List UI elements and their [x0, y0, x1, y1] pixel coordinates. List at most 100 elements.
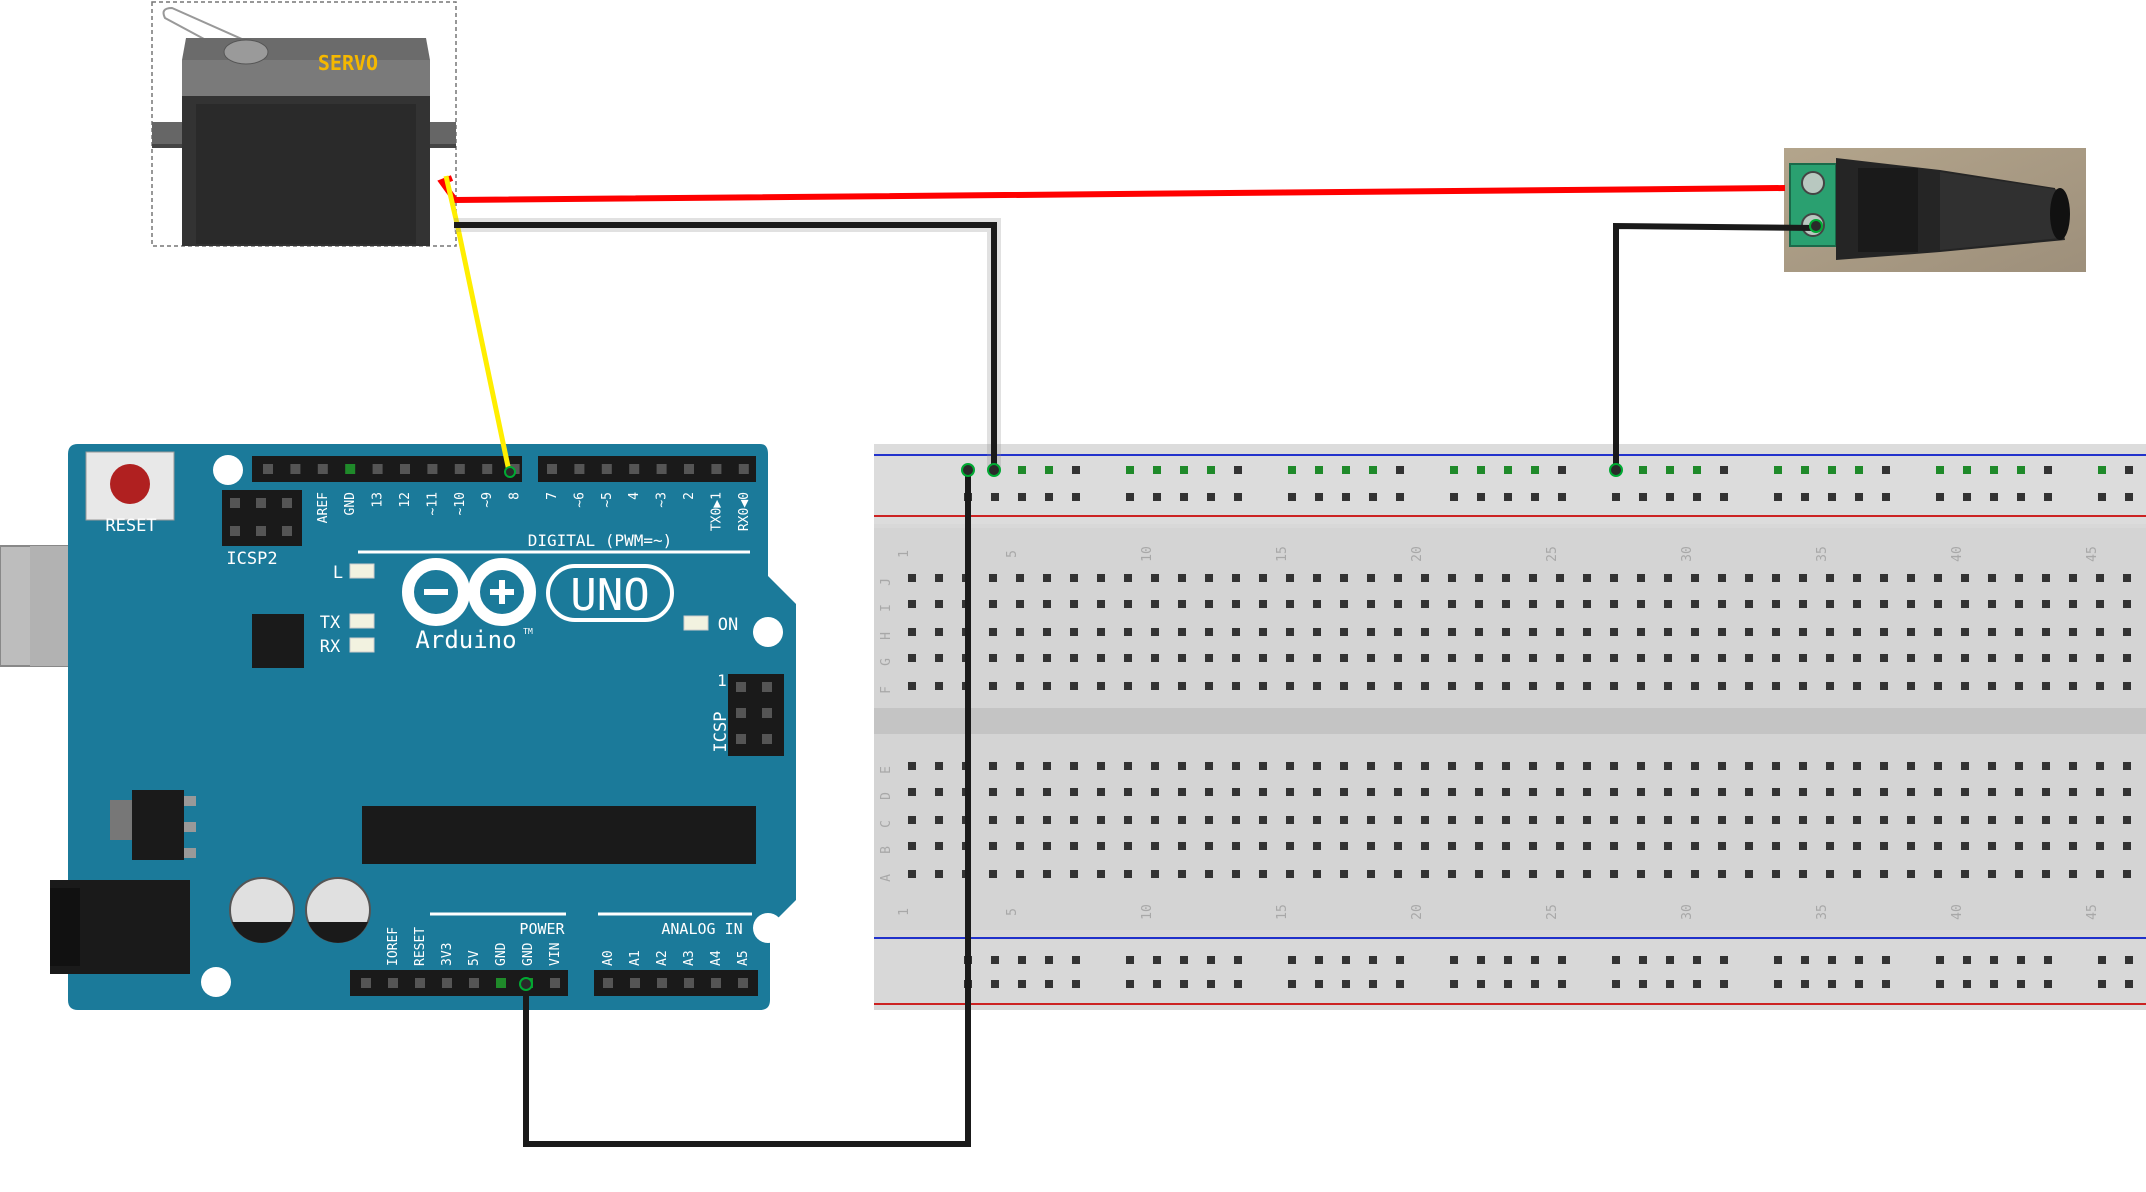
terminal-hole[interactable]: [1961, 574, 1969, 582]
terminal-hole[interactable]: [2042, 762, 2050, 770]
rail-hole[interactable]: [1045, 493, 1053, 501]
terminal-hole[interactable]: [1124, 762, 1132, 770]
terminal-hole[interactable]: [1556, 574, 1564, 582]
terminal-hole[interactable]: [1124, 654, 1132, 662]
terminal-hole[interactable]: [2096, 816, 2104, 824]
terminal-hole[interactable]: [1421, 600, 1429, 608]
terminal-hole[interactable]: [1691, 842, 1699, 850]
terminal-hole[interactable]: [1745, 682, 1753, 690]
terminal-hole[interactable]: [1853, 600, 1861, 608]
rail-hole[interactable]: [2017, 956, 2025, 964]
rail-hole[interactable]: [1990, 956, 1998, 964]
terminal-hole[interactable]: [1772, 682, 1780, 690]
terminal-hole[interactable]: [1961, 628, 1969, 636]
rail-hole[interactable]: [1882, 466, 1890, 474]
terminal-hole[interactable]: [1961, 816, 1969, 824]
terminal-hole[interactable]: [1637, 788, 1645, 796]
terminal-hole[interactable]: [2096, 682, 2104, 690]
terminal-hole[interactable]: [2015, 654, 2023, 662]
rail-hole[interactable]: [2098, 980, 2106, 988]
header-pin[interactable]: [372, 464, 383, 474]
terminal-hole[interactable]: [1880, 788, 1888, 796]
rail-hole[interactable]: [1396, 493, 1404, 501]
terminal-hole[interactable]: [1529, 762, 1537, 770]
terminal-hole[interactable]: [1259, 654, 1267, 662]
terminal-hole[interactable]: [1880, 600, 1888, 608]
header-pin[interactable]: [427, 464, 438, 474]
terminal-hole[interactable]: [1853, 574, 1861, 582]
terminal-hole[interactable]: [1610, 816, 1618, 824]
terminal-hole[interactable]: [1340, 870, 1348, 878]
terminal-hole[interactable]: [1259, 762, 1267, 770]
terminal-hole[interactable]: [935, 788, 943, 796]
terminal-hole[interactable]: [1691, 682, 1699, 690]
terminal-hole[interactable]: [1394, 682, 1402, 690]
rail-hole[interactable]: [1801, 980, 1809, 988]
rail-hole[interactable]: [1477, 466, 1485, 474]
terminal-hole[interactable]: [1556, 788, 1564, 796]
rail-hole[interactable]: [1342, 493, 1350, 501]
terminal-hole[interactable]: [1799, 574, 1807, 582]
rail-hole[interactable]: [1774, 956, 1782, 964]
terminal-hole[interactable]: [1772, 574, 1780, 582]
rail-hole[interactable]: [1153, 466, 1161, 474]
terminal-hole[interactable]: [1772, 654, 1780, 662]
terminal-hole[interactable]: [1637, 762, 1645, 770]
rail-hole[interactable]: [1315, 466, 1323, 474]
terminal-hole[interactable]: [1529, 654, 1537, 662]
terminal-hole[interactable]: [908, 870, 916, 878]
terminal-hole[interactable]: [1853, 654, 1861, 662]
terminal-hole[interactable]: [1124, 788, 1132, 796]
terminal-hole[interactable]: [935, 600, 943, 608]
terminal-hole[interactable]: [2042, 574, 2050, 582]
terminal-hole[interactable]: [1205, 842, 1213, 850]
terminal-hole[interactable]: [2123, 842, 2131, 850]
terminal-hole[interactable]: [908, 682, 916, 690]
terminal-hole[interactable]: [2015, 842, 2023, 850]
terminal-hole[interactable]: [1583, 682, 1591, 690]
terminal-hole[interactable]: [1367, 574, 1375, 582]
terminal-hole[interactable]: [2123, 682, 2131, 690]
terminal-hole[interactable]: [1799, 870, 1807, 878]
rail-hole[interactable]: [1450, 493, 1458, 501]
terminal-hole[interactable]: [1529, 682, 1537, 690]
header-pin[interactable]: [263, 464, 273, 474]
terminal-hole[interactable]: [1205, 628, 1213, 636]
terminal-hole[interactable]: [1880, 816, 1888, 824]
terminal-hole[interactable]: [1853, 762, 1861, 770]
terminal-hole[interactable]: [1745, 654, 1753, 662]
header-pin[interactable]: [711, 464, 722, 474]
terminal-hole[interactable]: [1394, 842, 1402, 850]
rail-hole[interactable]: [1234, 956, 1242, 964]
terminal-hole[interactable]: [1043, 682, 1051, 690]
terminal-hole[interactable]: [1583, 762, 1591, 770]
terminal-hole[interactable]: [1988, 816, 1996, 824]
terminal-hole[interactable]: [1394, 816, 1402, 824]
terminal-hole[interactable]: [1313, 654, 1321, 662]
terminal-hole[interactable]: [1826, 600, 1834, 608]
rail-hole[interactable]: [1666, 493, 1674, 501]
terminal-hole[interactable]: [1907, 628, 1915, 636]
header-pin[interactable]: [361, 978, 371, 988]
terminal-hole[interactable]: [2015, 870, 2023, 878]
terminal-hole[interactable]: [1772, 762, 1780, 770]
terminal-hole[interactable]: [2096, 574, 2104, 582]
header-pin[interactable]: [454, 464, 465, 474]
rail-hole[interactable]: [1936, 956, 1944, 964]
terminal-hole[interactable]: [1340, 682, 1348, 690]
terminal-hole[interactable]: [1475, 574, 1483, 582]
rail-hole[interactable]: [2044, 956, 2052, 964]
terminal-hole[interactable]: [2096, 600, 2104, 608]
terminal-hole[interactable]: [908, 788, 916, 796]
rail-hole[interactable]: [1693, 956, 1701, 964]
terminal-hole[interactable]: [1961, 870, 1969, 878]
rail-hole[interactable]: [1801, 493, 1809, 501]
rail-hole[interactable]: [1153, 956, 1161, 964]
terminal-hole[interactable]: [1475, 788, 1483, 796]
rail-hole[interactable]: [1288, 466, 1296, 474]
terminal-hole[interactable]: [1745, 788, 1753, 796]
terminal-hole[interactable]: [1745, 600, 1753, 608]
terminal-hole[interactable]: [1502, 842, 1510, 850]
terminal-hole[interactable]: [1043, 816, 1051, 824]
rail-hole[interactable]: [1801, 466, 1809, 474]
